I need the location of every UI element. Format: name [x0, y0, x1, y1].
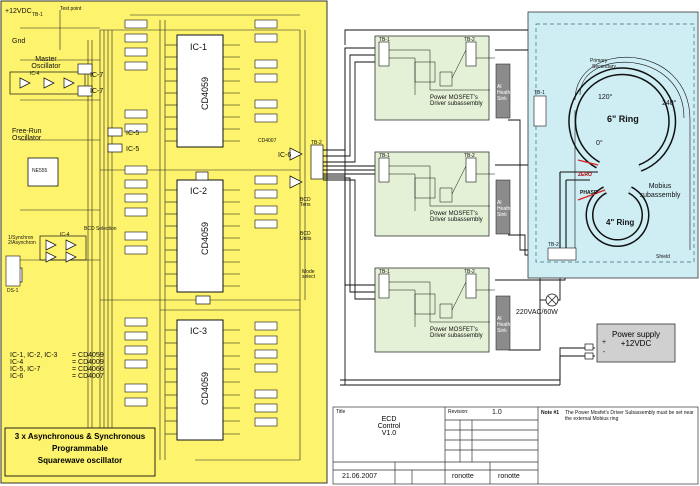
- driver3-tb2: TB-2: [464, 269, 475, 275]
- ne555-label: NE555: [32, 168, 48, 174]
- shield-label: Shield: [656, 254, 670, 260]
- ic3-chip: [165, 319, 240, 441]
- mobius-dashed-outline: [535, 23, 695, 263]
- mobius-tb1: [533, 95, 547, 127]
- ring-6-label: 6" Ring: [607, 114, 639, 124]
- angle-240: 240°: [662, 100, 677, 107]
- master-osc-label: Master Oscillator: [31, 56, 61, 70]
- bcd-units-label: BCD Units: [300, 231, 312, 242]
- legend-row: IC-5, IC-7= CD4066: [10, 366, 104, 373]
- primary-label: Primary: [590, 58, 608, 64]
- oscillator-title: 3 x Asynchronous & Synchronous Programma…: [14, 432, 146, 465]
- ic5-label-b: IC-5: [126, 146, 140, 153]
- ic1-label: IC-1: [190, 42, 208, 52]
- bcd-selection-label: BCD Selection: [84, 226, 117, 232]
- angle-120: 120°: [598, 94, 613, 101]
- note-text: The Power Mosfet's Driver Subassembly mu…: [565, 410, 694, 422]
- ic5-label-a: IC-5: [126, 130, 140, 137]
- master-osc-gates: [9, 63, 93, 97]
- title-header: Title: [336, 409, 346, 415]
- ds1-block: [5, 255, 21, 287]
- ic6-label: IC-6: [278, 152, 292, 159]
- ic2-label: IC-2: [190, 186, 208, 196]
- driver-2-drawing: [374, 151, 511, 237]
- ic6-gates: [195, 147, 303, 189]
- driver2-tb2: TB-2: [464, 153, 475, 159]
- author-2: ronotte: [498, 473, 520, 480]
- legend-row: IC-6= CD4007: [10, 373, 104, 380]
- supply-label: +12VDC: [5, 8, 32, 15]
- power-supply-box: [596, 323, 676, 363]
- ic7-label-b: IC-7: [90, 88, 104, 95]
- driver2-sink: Al Heath Sink: [497, 200, 511, 218]
- note-header: Note #1: [541, 410, 560, 416]
- bus-wires: [20, 10, 306, 461]
- driver2-tb1: TB-1: [379, 153, 390, 159]
- driver-1-drawing: [374, 35, 511, 121]
- oscillator-title-box: [4, 427, 156, 477]
- mobius-panel: [527, 11, 699, 279]
- zero-label: ZERO: [578, 172, 592, 178]
- revision-header: Revision:: [448, 409, 469, 415]
- mode-select-label: Mode select: [302, 269, 316, 280]
- revision-value: 1.0: [492, 409, 502, 416]
- mobius-tb2-label: TB-2: [548, 242, 559, 248]
- mobius-tb1-label: TB-1: [534, 90, 545, 96]
- ps-plus: +: [602, 339, 607, 346]
- driver1-sink: Al Heath Sink: [497, 84, 511, 102]
- ic1-chip: [165, 34, 240, 148]
- drawing-title: ECD Control V1.0: [377, 416, 401, 437]
- title-block-grid: [332, 406, 699, 485]
- ic5-switches: [107, 127, 211, 305]
- ic7-label-a: IC-7: [90, 72, 104, 79]
- ic1-part: CD4059: [200, 76, 210, 110]
- bcd-tens-label: BCD Tens: [300, 197, 311, 208]
- driver3-label: Power MOSFET's Driver subassembly: [430, 327, 483, 339]
- driver1-tb2: TB-2: [464, 37, 475, 43]
- test-point-label: Test point: [60, 6, 82, 12]
- driver-3-drawing: [374, 267, 511, 353]
- ic2-chip: [165, 179, 240, 293]
- driver3-sink: Al Heath Sink: [497, 316, 511, 334]
- legend-row: IC-4= CD4009: [10, 359, 104, 366]
- angle-0: 0°: [596, 140, 603, 147]
- ic4-master-label: IC-4: [30, 71, 40, 77]
- free-run-label: Free-Run Oscillator: [12, 128, 42, 142]
- tb2-terminal: [310, 144, 324, 180]
- tb2-label: TB-2: [311, 140, 322, 146]
- author-1: ronotte: [452, 473, 474, 480]
- cd4007-label: CD4007: [258, 138, 277, 144]
- mobius-tb2: [547, 247, 577, 261]
- driver3-tb1: TB-1: [379, 269, 390, 275]
- dip-switch-blocks: [124, 19, 278, 427]
- secondary-label: Secondary: [592, 64, 616, 70]
- mobius-title: Mobius subassembly: [639, 183, 681, 199]
- ds1-label: DS-1: [7, 288, 19, 294]
- coil-winding: [574, 57, 691, 250]
- ic3-label: IC-3: [190, 326, 208, 336]
- ps-minus: -: [603, 349, 606, 356]
- driver2-label: Power MOSFET's Driver subassembly: [430, 211, 483, 223]
- ic3-part: CD4059: [200, 371, 210, 405]
- power-supply-label: Power supply +12VDC: [611, 330, 661, 348]
- phase-label: PHASE: [580, 190, 598, 196]
- date-value: 21.06.2007: [342, 473, 378, 480]
- driver1-label: Power MOSFET's Driver subassembly: [430, 95, 483, 107]
- legend-row: IC-1, IC-2, IC-3= CD4059: [10, 352, 104, 359]
- sync-label: 1/Synchron 2/Asynchron: [8, 235, 36, 246]
- driver1-tb1: TB-1: [379, 37, 390, 43]
- zero-phase-wires: [577, 159, 606, 201]
- lamp-label: 220VAC/60W: [516, 309, 558, 316]
- tb1-label: TB-1: [32, 12, 43, 18]
- ic-legend: IC-1, IC-2, IC-3= CD4059 IC-4= CD4009 IC…: [10, 352, 130, 380]
- ring-4-label: 4" Ring: [606, 218, 635, 227]
- gnd-label: Gnd: [12, 38, 26, 45]
- ic4-buffer-gates: [7, 235, 87, 283]
- ic2-part: CD4059: [200, 221, 210, 255]
- ic4-bottom-label: IC-4: [60, 232, 70, 238]
- ne555-chip: [27, 157, 59, 187]
